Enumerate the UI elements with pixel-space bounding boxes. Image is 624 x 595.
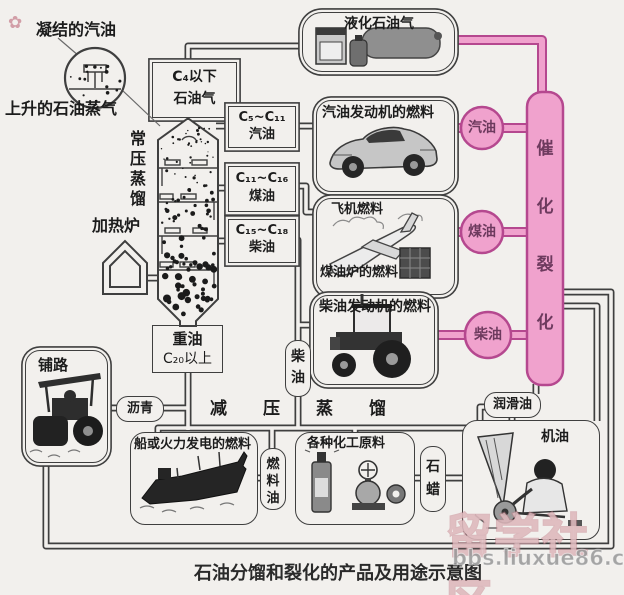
frac3-range: C₁₅~C₁₈ (235, 223, 289, 239)
ship-illustration (139, 451, 248, 513)
paraffin-tag (420, 446, 446, 512)
chemical-illustration (304, 438, 406, 513)
frac2-range: C₁₁~C₁₆ (235, 171, 289, 187)
fuel-oil-label: 燃料油 (266, 457, 280, 506)
diesel-node-label: 柴油 (474, 326, 502, 343)
gasoline-engine-label: 汽油发动机的燃料 (322, 105, 434, 121)
vacuum-distillation-label: 减压蒸馏 (210, 399, 422, 419)
cracking-tower (525, 90, 565, 387)
lpg-label: 液化石油气 (344, 16, 414, 32)
car-illustration (329, 126, 438, 178)
gasoline-node-circle (459, 105, 505, 151)
catalytic-cracking-label: 催化裂化 (536, 139, 554, 333)
steamroller-illustration (29, 373, 103, 458)
distillation-column-illustration (157, 118, 219, 327)
frac1-name: 汽油 (248, 127, 275, 143)
heavy-oil-line2: C₂₀以上 (163, 350, 212, 367)
vacuum-diesel-label: 柴油 (291, 349, 305, 386)
fraction-kerosene-box (228, 166, 296, 212)
fraction-diesel-box (228, 219, 296, 263)
lpg-illustration (315, 27, 442, 67)
gasoline-node-label: 汽油 (468, 119, 496, 136)
lube-oil-label: 润滑油 (492, 396, 532, 412)
frac2-name: 煤油 (248, 189, 275, 205)
c4-line2: 石油气 (173, 90, 216, 107)
kerosene-stove-label: 煤油炉的燃料 (320, 265, 399, 280)
airplane-illustration (329, 212, 431, 279)
engine-oil-label: 机油 (541, 429, 569, 445)
paraffin-label: 石蜡 (426, 459, 440, 498)
paving-label: 铺路 (38, 356, 69, 374)
c4-line1: C₄以下 (172, 68, 217, 85)
ship-power-label: 船或火力发电的燃料 (134, 437, 252, 452)
fraction-gasoline-box (228, 106, 296, 148)
furnace-illustration (102, 239, 148, 295)
kerosene-node-circle (459, 209, 505, 255)
lube-oil-tag (484, 392, 541, 418)
worker-illustration (474, 432, 582, 529)
product-nodes (459, 105, 513, 360)
diesel-engine-label: 柴油发动机的燃料 (319, 299, 431, 315)
seal-icon: ✿ (8, 13, 23, 33)
caption: 石油分馏和裂化的产品及用途示意图 (194, 563, 482, 584)
c4-gas-box (152, 62, 237, 118)
frac3-name: 柴油 (248, 240, 275, 256)
chemical-label: 各种化工原料 (307, 436, 386, 451)
heavy-oil-line1: 重油 (172, 330, 203, 349)
diesel-node-circle (463, 310, 513, 360)
frac1-range: C₅~C₁₁ (238, 110, 286, 126)
condensed-gasoline-label: 凝结的汽油 (36, 20, 117, 39)
aircraft-fuel-label: 飞机燃料 (331, 202, 384, 217)
asphalt-tag (116, 396, 164, 422)
asphalt-label: 沥青 (126, 400, 153, 416)
kerosene-node-label: 煤油 (468, 223, 496, 240)
rising-vapor-label: 上升的石油蒸气 (5, 99, 118, 118)
vacuum-diesel-tag (285, 340, 311, 397)
heating-furnace-label: 加热炉 (92, 216, 141, 235)
atmospheric-distillation-label: 常压蒸馏 (129, 129, 146, 208)
tractor-illustration (330, 294, 411, 378)
bubble-cap-detail (57, 37, 161, 127)
fuel-oil-tag (260, 448, 286, 510)
